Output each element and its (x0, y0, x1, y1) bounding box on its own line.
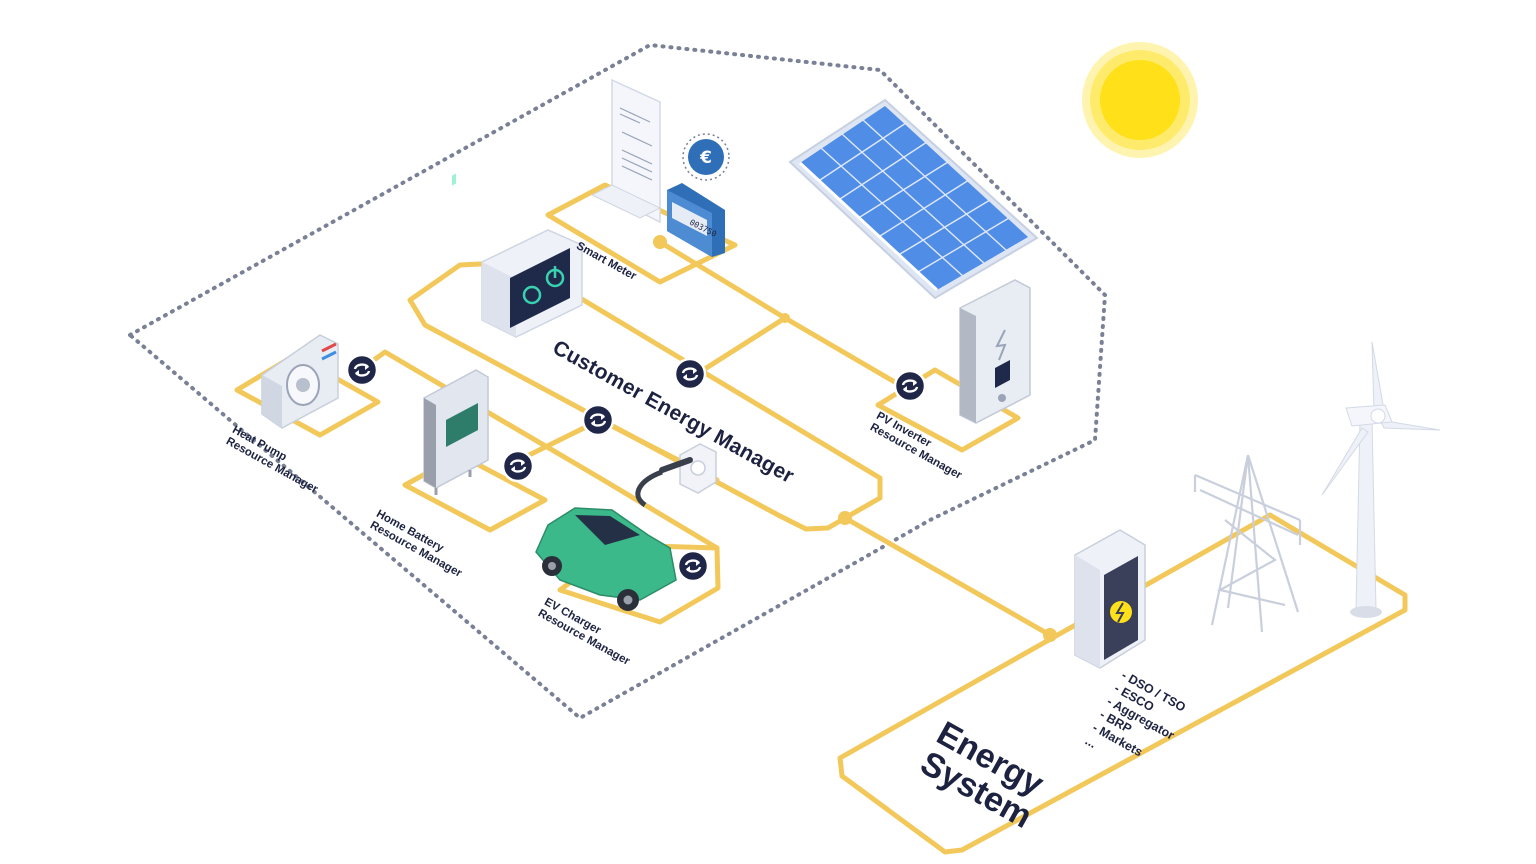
sync-node-icon (345, 353, 379, 387)
invoice-icon (590, 78, 662, 224)
euro-coin-icon: € (682, 133, 730, 181)
euro-symbol: € (699, 148, 712, 168)
sync-node-icon (673, 357, 707, 391)
ev-car-icon (535, 507, 677, 611)
customer-boundary (126, 42, 1108, 721)
junctions (653, 235, 1057, 642)
sync-node-icon (893, 369, 927, 403)
smart-meter-icon: 003750 (667, 183, 725, 257)
pv-inverter-icon (959, 279, 1031, 424)
connection-lines (234, 182, 1408, 855)
plug-socket-icon (635, 443, 717, 508)
sync-node-icon (676, 549, 710, 583)
heat-pump-icon (261, 334, 339, 429)
solar-panel-icon (788, 98, 1039, 300)
grid-box-icon (1074, 529, 1146, 669)
power-pylon-icon (1193, 454, 1302, 633)
wind-turbine-icon (1321, 341, 1441, 618)
energy-manager-device-icon (481, 229, 583, 338)
sun-icon (1082, 42, 1198, 158)
sync-node-icon (501, 449, 535, 483)
home-battery-icon (423, 173, 489, 495)
sync-node-icon (581, 403, 615, 437)
